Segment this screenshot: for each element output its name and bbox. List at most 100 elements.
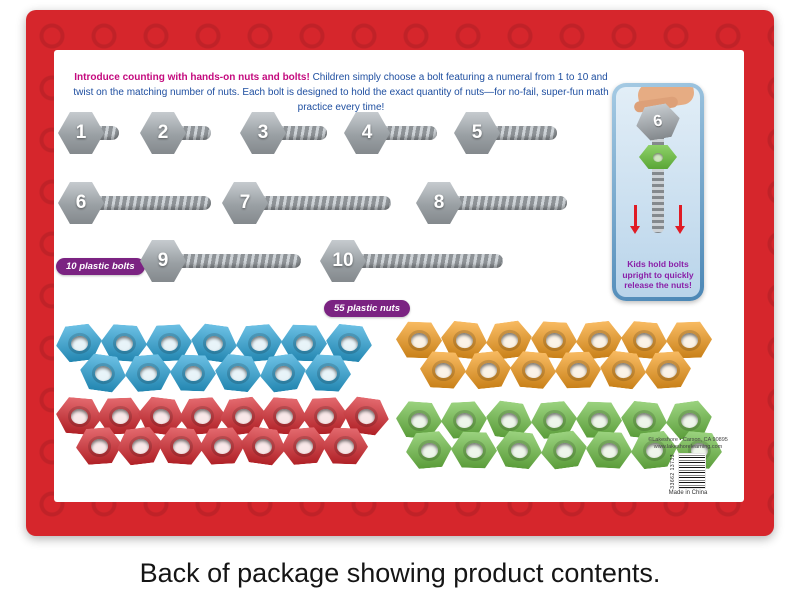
bolt-shaft [99, 126, 119, 140]
nut-hole [319, 365, 337, 381]
intro-text: Introduce counting with hands-on nuts an… [72, 70, 610, 115]
bolt-head: 2 [140, 112, 186, 154]
nut-hole [295, 438, 313, 454]
nut-hole [659, 362, 677, 378]
nut-hole [275, 408, 293, 424]
copyright-text: ©Lakeshore • Carson, CA 90895 [648, 436, 728, 443]
nut-hole [357, 407, 376, 424]
nut-hole [160, 335, 178, 351]
nut-hole [295, 335, 313, 351]
bolt-7: 7 [222, 182, 391, 224]
nut-hole [152, 408, 171, 425]
intro-lead: Introduce counting with hands-on nuts an… [74, 72, 310, 83]
bolt-head: 7 [222, 182, 268, 224]
bolt-head: 9 [140, 240, 186, 282]
nut-hole [455, 412, 473, 428]
bolt-shaft [181, 126, 211, 140]
nut-hole [545, 332, 563, 348]
nut-hole [600, 442, 618, 458]
contents-panel: Introduce counting with hands-on nuts an… [54, 50, 744, 502]
nut-hole [115, 335, 133, 351]
nut-hole [316, 408, 334, 424]
nut-hole [524, 362, 542, 378]
nut-hole [635, 332, 653, 348]
nut-hole [205, 334, 224, 351]
bolt-number: 8 [433, 192, 445, 213]
nut-hole [139, 365, 157, 381]
demo-green-nut [639, 145, 677, 169]
nut-hole [70, 335, 89, 352]
bolt-head: 8 [416, 182, 462, 224]
bolt-number: 5 [471, 122, 483, 143]
bolt-shaft [457, 196, 567, 210]
bolt-8: 8 [416, 182, 567, 224]
bolt-head: 3 [240, 112, 286, 154]
nut-hole [680, 411, 699, 428]
nut-hole [229, 365, 247, 382]
bolt-number: 7 [239, 192, 251, 213]
made-in-text: Made in China [668, 490, 708, 496]
nut-hole [510, 442, 528, 459]
nut-hole [569, 362, 587, 378]
barcode-block: 33662 13733 [670, 453, 706, 489]
nut-hole [614, 362, 633, 379]
bolt-5: 5 [454, 112, 557, 154]
bolt-shaft [281, 126, 327, 140]
bolt-1: 1 [58, 112, 119, 154]
nut-hole [420, 442, 438, 458]
nut-hole [90, 438, 108, 454]
bolt-4: 4 [344, 112, 437, 154]
tip-caption: Kids hold bolts upright to quickly relea… [622, 259, 694, 291]
nut-hole [193, 408, 211, 424]
down-arrow-left-icon [630, 205, 640, 234]
bolt-shaft [263, 196, 391, 210]
nut-hole [111, 408, 129, 424]
website-text: www.lakeshorelearning.com [653, 443, 723, 450]
bolt-shaft [361, 254, 503, 268]
nut-hole [635, 412, 653, 429]
package-footer: ©Lakeshore • Carson, CA 90895 www.lakesh… [636, 437, 740, 496]
nut-hole [274, 364, 293, 381]
nut-hole [590, 332, 608, 349]
bolt-head: 5 [454, 112, 500, 154]
nut-hole [465, 442, 483, 458]
tip-panel-inner: 6 Kids hold bolts upright to quickly rel… [616, 87, 700, 297]
nut-hole [340, 335, 358, 352]
nut-hole [131, 438, 150, 455]
nut-hole [590, 412, 608, 428]
barcode [678, 453, 706, 489]
bolt-number: 2 [157, 122, 169, 143]
demo-bolt-number: 6 [652, 112, 664, 131]
bolt-shaft [181, 254, 301, 268]
nut-hole [250, 335, 268, 351]
bolt-9: 9 [140, 240, 301, 282]
nut-hole [434, 362, 452, 378]
bolt-number: 9 [157, 250, 169, 271]
bolt-shaft [99, 196, 211, 210]
image-caption: Back of package showing product contents… [139, 558, 661, 588]
bolt-10: 10 [320, 240, 503, 282]
nut-hole [545, 412, 563, 428]
nut-hole [680, 332, 698, 348]
bolt-head: 6 [58, 182, 104, 224]
nut-hole [213, 438, 231, 454]
nut-hole [254, 437, 273, 454]
tip-panel: 6 Kids hold bolts upright to quickly rel… [612, 83, 704, 301]
nut-hole [94, 364, 113, 381]
bolt-number: 3 [257, 122, 269, 143]
nut-hole [172, 438, 190, 454]
bolt-number: 1 [75, 122, 87, 143]
bolt-head: 1 [58, 112, 104, 154]
bolt-3: 3 [240, 112, 327, 154]
nut-hole [410, 412, 428, 428]
bolt-number: 10 [332, 250, 354, 271]
intro-body: Children simply choose a bolt featuring … [73, 72, 609, 113]
nut-hole [234, 408, 253, 425]
nut-hole [555, 441, 574, 458]
bolt-shaft [495, 126, 557, 140]
barcode-digits: 33662 13733 [670, 453, 676, 489]
nut-hole [336, 438, 354, 454]
bolt-2: 2 [140, 112, 211, 154]
bolt-6: 6 [58, 182, 211, 224]
bolt-head: 10 [320, 240, 366, 282]
